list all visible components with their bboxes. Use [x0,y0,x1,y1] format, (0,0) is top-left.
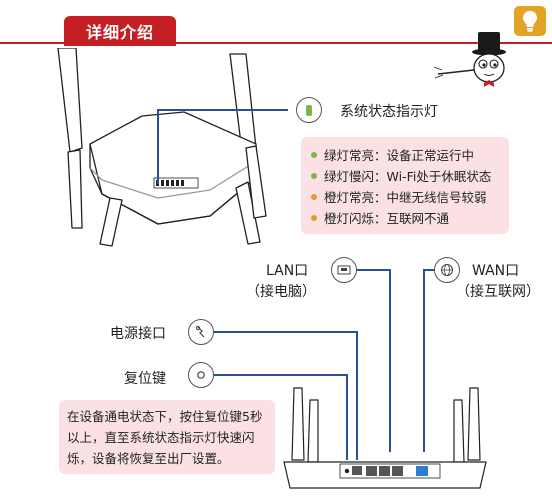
indicator-label: 系统状态指示灯 [340,104,438,120]
reset-button-label: 复位键 [124,371,166,387]
mascot-illustration [433,32,506,87]
indicator-connector [157,109,288,184]
reset-button-icon [188,362,214,388]
lan-port-icon [331,257,357,283]
wan-port-icon [434,257,460,283]
reset-note-text: 在设备通电状态下，按住复位键5秒以上，直至系统状态指示灯快速闪烁，设备将恢复至出… [67,409,263,466]
status-item: 绿灯慢闪：Wi-Fi处于休眠状态 [311,166,491,185]
status-dot-green [311,151,317,158]
status-item: 橙灯闪烁：互联网不通 [311,208,449,227]
status-legend-box: 绿灯常亮：设备正常运行中 绿灯慢闪：Wi-Fi处于休眠状态 橙灯常亮：中继无线信… [301,137,509,234]
router-rear-illustration [283,387,487,489]
power-port-icon [188,319,214,345]
status-dot-green [311,172,317,179]
status-text: 橙灯常亮：中继无线信号较弱 [324,190,487,205]
router-top-illustration [57,48,267,247]
reset-note-box: 在设备通电状态下，按住复位键5秒以上，直至系统状态指示灯快速闪烁，设备将恢复至出… [59,400,275,474]
status-dot-orange [311,214,317,221]
header-rule [0,42,552,44]
led-shape [306,104,312,116]
tip-button[interactable] [514,6,546,36]
status-dot-orange [311,193,317,200]
lightbulb-icon [523,11,537,32]
lan-port-label: LAN口 [266,263,309,279]
wan-port-sublabel: （接互联网） [456,284,540,300]
header-title: 详细介绍 [64,16,176,46]
status-item: 橙灯常亮：中继无线信号较弱 [311,187,487,206]
power-port-label: 电源接口 [110,326,166,342]
status-text: 橙灯闪烁：互联网不通 [324,211,450,226]
power-plug-icon [195,325,205,338]
indicator-led-icon [296,97,322,123]
wan-port-label: WAN口 [472,263,520,279]
status-item: 绿灯常亮：设备正常运行中 [311,145,474,164]
ethernet-icon [337,265,351,275]
globe-icon [441,264,453,276]
reset-dot-icon [197,371,205,379]
status-text: 绿灯慢闪：Wi-Fi处于休眠状态 [324,169,492,184]
lan-port-sublabel: （接电脑） [246,284,316,300]
status-text: 绿灯常亮：设备正常运行中 [324,148,475,163]
